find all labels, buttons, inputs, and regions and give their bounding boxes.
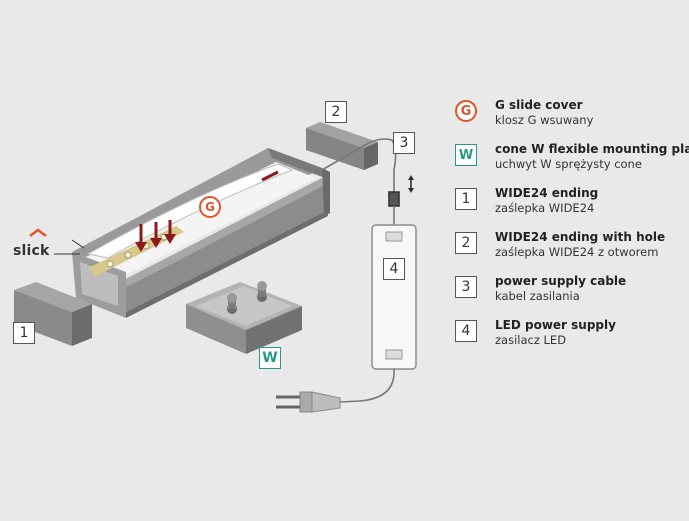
legend-item-g: G G slide cover klosz G wsuwany <box>455 98 689 138</box>
mains-plug <box>276 368 395 413</box>
diagram-badge-3: 3 <box>393 132 415 154</box>
diagram-badge-g: G <box>199 196 221 218</box>
legend-badge-3: 3 <box>455 276 477 298</box>
legend-subtitle: zaślepka WIDE24 <box>495 201 595 215</box>
legend-subtitle: uchwyt W sprężysty cone <box>495 157 642 171</box>
legend-badge-4: 4 <box>455 320 477 342</box>
legend-badge-w: W <box>455 144 477 166</box>
legend-subtitle: zasilacz LED <box>495 333 567 347</box>
legend-item-w: W cone W flexible mounting plate uchwyt … <box>455 142 689 182</box>
insert-arrows <box>135 170 279 252</box>
end-cap-2 <box>306 122 378 170</box>
legend-title: cone W flexible mounting plate <box>495 142 689 156</box>
end-cap-1 <box>14 282 92 346</box>
legend-title: WIDE24 ending <box>495 186 599 200</box>
slick-logo-mark <box>29 228 85 255</box>
legend-badge-2: 2 <box>455 232 477 254</box>
legend-title: WIDE24 ending with hole <box>495 230 666 244</box>
legend-title: power supply cable <box>495 274 627 288</box>
power-supply <box>371 224 417 370</box>
legend-subtitle: kabel zasilania <box>495 289 580 303</box>
diagram-badge-4: 4 <box>383 258 405 280</box>
diagram-badge-2: 2 <box>325 101 347 123</box>
legend-title: G slide cover <box>495 98 583 112</box>
legend-item-3: 3 power supply cable kabel zasilania <box>455 274 689 314</box>
legend-badge-1: 1 <box>455 188 477 210</box>
legend-item-4: 4 LED power supply zasilacz LED <box>455 318 689 358</box>
mounting-plate <box>186 281 302 354</box>
power-cable <box>321 138 414 225</box>
legend-title: LED power supply <box>495 318 616 332</box>
diagram-badge-1: 1 <box>13 322 35 344</box>
legend-subtitle: klosz G wsuwany <box>495 113 594 127</box>
legend-item-1: 1 WIDE24 ending zaślepka WIDE24 <box>455 186 689 226</box>
diagram-badge-w: W <box>259 347 281 369</box>
legend-item-2: 2 WIDE24 ending with hole zaślepka WIDE2… <box>455 230 689 270</box>
legend-badge-g: G <box>455 100 477 122</box>
legend-subtitle: zaślepka WIDE24 z otworem <box>495 245 659 259</box>
brand-name: slick <box>13 243 50 259</box>
aluminium-profile <box>72 148 330 318</box>
